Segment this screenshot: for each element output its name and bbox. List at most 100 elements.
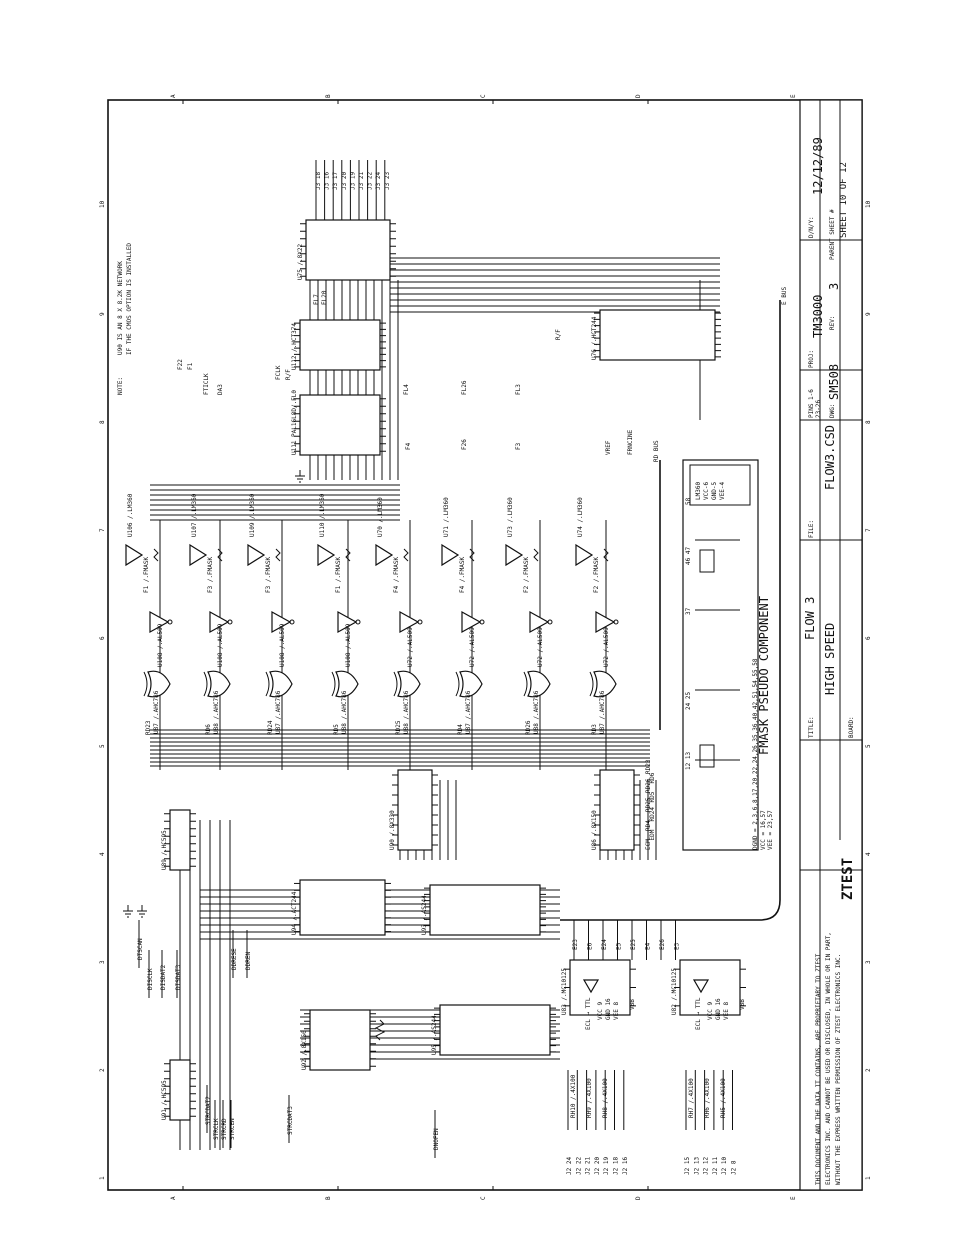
svg-text:FCLK: FCLK: [275, 365, 282, 380]
zone-number-right: 4: [865, 852, 872, 856]
pins-value: 23-26: [815, 400, 822, 418]
j3-pin-label: J3 22: [367, 172, 374, 190]
svg-text:J2 10: J2 10: [721, 1157, 728, 1175]
svg-text:F4 /.FMASK: F4 /.FMASK: [459, 556, 466, 593]
chip-buffer: U76 /.HCT244: [591, 309, 721, 361]
svg-text:1: 1: [99, 1176, 106, 1180]
svg-text:U88 /.AHC786: U88 /.AHC786: [213, 690, 220, 734]
svg-text:E: E: [790, 94, 797, 98]
top-signal-label: R/F: [555, 329, 562, 340]
svg-text:RD4: RD4: [645, 820, 652, 831]
svg-text:U110 /.LM360: U110 /.LM360: [319, 493, 326, 537]
top-signal-label: F26: [461, 439, 468, 450]
svg-text:F2 /.FMASK: F2 /.FMASK: [593, 556, 600, 593]
svg-text:U87 /.AHC786: U87 /.AHC786: [599, 690, 606, 734]
svg-text:EDM: EDM: [649, 829, 656, 840]
svg-text:U106 /.LM360: U106 /.LM360: [127, 493, 134, 537]
svg-text:9: 9: [99, 312, 106, 316]
ecl-buffer-symbol: [692, 979, 710, 994]
left-signal-label: STRCDAT3: [287, 1106, 294, 1135]
chip-latch: U112 /.HCT374: [291, 319, 386, 371]
top-signal-label: F22: [177, 359, 184, 370]
svg-text:B: B: [325, 94, 332, 98]
svg-text:ECM: ECM: [645, 839, 652, 850]
svg-text:4: 4: [99, 852, 106, 856]
left-signal-label: DTSCAN: [137, 938, 144, 960]
top-signal-label: FRNCINE: [627, 429, 634, 455]
bus-label: RD24: [649, 807, 656, 822]
inverter-label: U72 /.AL509: [537, 627, 544, 667]
svg-text:FL7: FL7: [313, 294, 320, 305]
rh-network-label: RH6 /.4X100: [704, 1078, 711, 1118]
svg-text:U109 /.LM360: U109 /.LM360: [249, 493, 256, 537]
top-signal-label: F1: [187, 362, 194, 370]
top-signal-label: FCLK: [275, 365, 282, 380]
svg-text:U70 /.LM360: U70 /.LM360: [377, 497, 384, 537]
svg-text:E26: E26: [659, 939, 666, 950]
left-signal-label: DDREN: [245, 952, 252, 970]
fmask-label: F4 /.FMASK: [393, 556, 400, 593]
svg-text:58: 58: [685, 497, 692, 505]
fmask-label: F1 /.FMASK: [143, 556, 150, 593]
xor-label: U88 /.AHC786: [341, 690, 348, 734]
inverter-label: U108 /.AL509: [279, 623, 286, 667]
fmask-label: F4 /.FMASK: [459, 556, 466, 593]
chip-ref: U92 /.8X150: [301, 1030, 308, 1070]
chip-ref: U93 /.AS244: [421, 895, 428, 935]
zone-number-left: 1: [99, 1176, 106, 1180]
svg-text:RD26: RD26: [525, 720, 532, 735]
zone-number-left: 7: [99, 528, 106, 532]
rd-label: RD4: [457, 724, 464, 735]
rd-label: RD23: [145, 720, 152, 735]
j3-pin-label: J3 19: [349, 172, 356, 190]
xor-gate: U87 /.AHC786: [143, 670, 171, 734]
component-title: FMASK PSEUDO COMPONENT: [757, 596, 771, 755]
svg-text:F1 /.FMASK: F1 /.FMASK: [335, 556, 342, 593]
svg-text:J3 20: J3 20: [341, 172, 348, 190]
xor-gate: U87 /.AHC786: [455, 670, 483, 734]
svg-text:12 13: 12 13: [685, 752, 692, 770]
svg-text:DDRESE: DDRESE: [231, 948, 238, 970]
svg-text:J2 18: J2 18: [613, 1157, 620, 1175]
svg-text:GND 16: GND 16: [605, 998, 612, 1020]
rd-label: RD3: [591, 724, 598, 735]
svg-text:RD BUS: RD BUS: [653, 440, 660, 462]
svg-text:VBB: VBB: [629, 999, 636, 1010]
xor-label: U88 /.AHC786: [533, 690, 540, 734]
svg-text:R/F: R/F: [555, 329, 562, 340]
svg-text:7: 7: [865, 528, 872, 532]
date-label: D/N/Y:: [808, 216, 815, 238]
svg-text:VBB: VBB: [739, 999, 746, 1010]
pin-group-label: 37: [685, 607, 692, 615]
e-bus-label: E25: [630, 939, 637, 950]
top-signal-label: FL4: [403, 384, 410, 395]
svg-text:U74 /.LM360: U74 /.LM360: [577, 497, 584, 537]
svg-text:U112 /.HCT374: U112 /.HCT374: [291, 323, 298, 370]
power-box-4: VEE-4: [719, 482, 726, 500]
inverter-gate: U72 /.AL509: [399, 610, 423, 667]
chip-ref: U86 /.8X150: [591, 810, 598, 850]
j2-pin-label: J2 22: [575, 1157, 582, 1175]
svg-text:J3 21: J3 21: [358, 172, 365, 190]
svg-text:U108 /.AL509: U108 /.AL509: [279, 623, 286, 667]
bus-label: RD5: [649, 791, 656, 802]
j3-pin-label: J3 18: [315, 172, 322, 190]
comparator-label: U71 /.LM360: [443, 497, 450, 537]
j2-pin-label: J2 13: [693, 1157, 700, 1175]
pin-group-label: 46 47: [685, 547, 692, 565]
dgnd-pins: DGND = 2,3,6,8,17,20,22,24,26,35,36,40,4…: [752, 658, 759, 850]
svg-text:F1: F1: [187, 362, 194, 370]
chip-ref: U83 /.MC10125: [561, 968, 568, 1015]
e-bus-line: [560, 300, 781, 921]
svg-text:J3 22: J3 22: [367, 172, 374, 190]
j2-pin-label: J2 18: [613, 1157, 620, 1175]
comparator-label: U74 /.LM360: [577, 497, 584, 537]
svg-text:J2 19: J2 19: [603, 1157, 610, 1175]
sheet-number: SHEET 10 OF 12: [839, 162, 849, 238]
chip-ref: U91 /.HC595: [161, 1080, 168, 1120]
svg-text:F2 /.FMASK: F2 /.FMASK: [523, 556, 530, 593]
rh-network-label: RH7 /.4X100: [688, 1078, 695, 1118]
zone-number-left: 9: [99, 312, 106, 316]
j2-pin-label: J2 11: [712, 1157, 719, 1175]
